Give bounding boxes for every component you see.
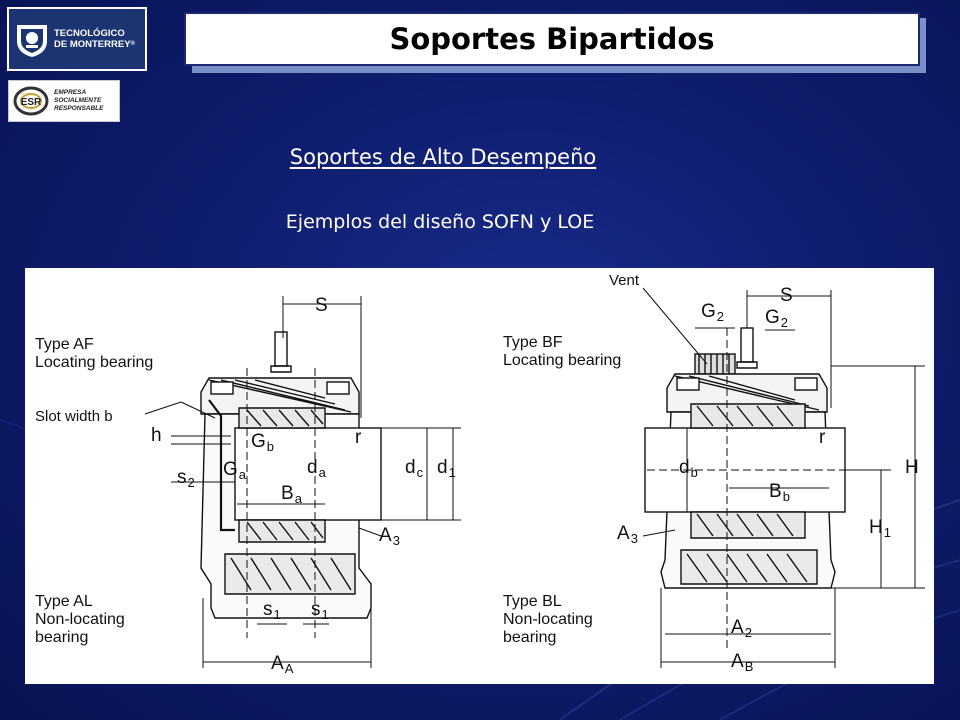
dim-a2: A2 bbox=[731, 617, 752, 641]
dim-db: db bbox=[679, 457, 698, 481]
dim-d1: d1 bbox=[437, 457, 456, 481]
dim-g2-b: G2 bbox=[765, 307, 789, 331]
dim-a3-right: A3 bbox=[617, 523, 638, 547]
dim-dc: dc bbox=[405, 457, 424, 481]
dim-h1: H1 bbox=[869, 517, 891, 541]
slot-width-label: Slot width b bbox=[35, 408, 113, 425]
bearing-housing-drawing: Type AF Locating bearing Slot width b Ty… bbox=[25, 268, 934, 684]
type-bl-label: Type BL Non-locating bearing bbox=[503, 593, 593, 646]
dim-s2: s2 bbox=[177, 467, 195, 491]
dim-h-right: H bbox=[905, 457, 919, 478]
type-al-label: Type AL Non-locating bearing bbox=[35, 593, 125, 646]
dim-r-left: r bbox=[355, 427, 362, 448]
esr-logo-text: EMPRESA SOCIALMENTE RESPONSABLE bbox=[54, 89, 104, 112]
tec-logo-text: TECNOLÓGICO DE MONTERREY® bbox=[54, 28, 135, 50]
type-af-label: Type AF Locating bearing bbox=[35, 336, 154, 371]
title-box: Soportes Bipartidos bbox=[184, 12, 920, 66]
tec-monterrey-logo: TECNOLÓGICO DE MONTERREY® bbox=[7, 7, 147, 71]
dim-da: da bbox=[307, 457, 326, 481]
type-bf-label: Type BF Locating bearing bbox=[503, 334, 622, 369]
dim-a3-left: A3 bbox=[379, 525, 400, 549]
drawing-lines bbox=[144, 287, 925, 668]
dim-h: h bbox=[151, 425, 162, 446]
vent-label: Vent bbox=[609, 272, 640, 289]
slide-title: Soportes Bipartidos bbox=[389, 22, 715, 56]
dim-s-left: S bbox=[315, 295, 328, 316]
tec-crest-icon bbox=[17, 25, 47, 57]
examples-text: Ejemplos del diseño SOFN y LOE bbox=[285, 211, 595, 233]
esr-badge-icon: ESR bbox=[13, 86, 49, 116]
dim-g2-a: G2 bbox=[701, 301, 725, 325]
dim-s1-b: s1 bbox=[311, 599, 329, 623]
dim-s-right: S bbox=[780, 285, 793, 306]
esr-logo: ESR EMPRESA SOCIALMENTE RESPONSABLE bbox=[8, 80, 120, 122]
dim-aa: AA bbox=[271, 653, 294, 677]
dim-s1-a: s1 bbox=[263, 599, 281, 623]
dim-ba: Ba bbox=[281, 483, 302, 507]
dim-ga: Ga bbox=[223, 459, 247, 483]
dim-bb: Bb bbox=[769, 481, 790, 505]
dim-ab: AB bbox=[731, 651, 754, 675]
svg-text:ESR: ESR bbox=[21, 97, 42, 108]
dim-r-right: r bbox=[819, 427, 826, 448]
dim-gb: Gb bbox=[251, 431, 275, 455]
slide-subtitle: Soportes de Alto Desempeño bbox=[289, 145, 597, 169]
